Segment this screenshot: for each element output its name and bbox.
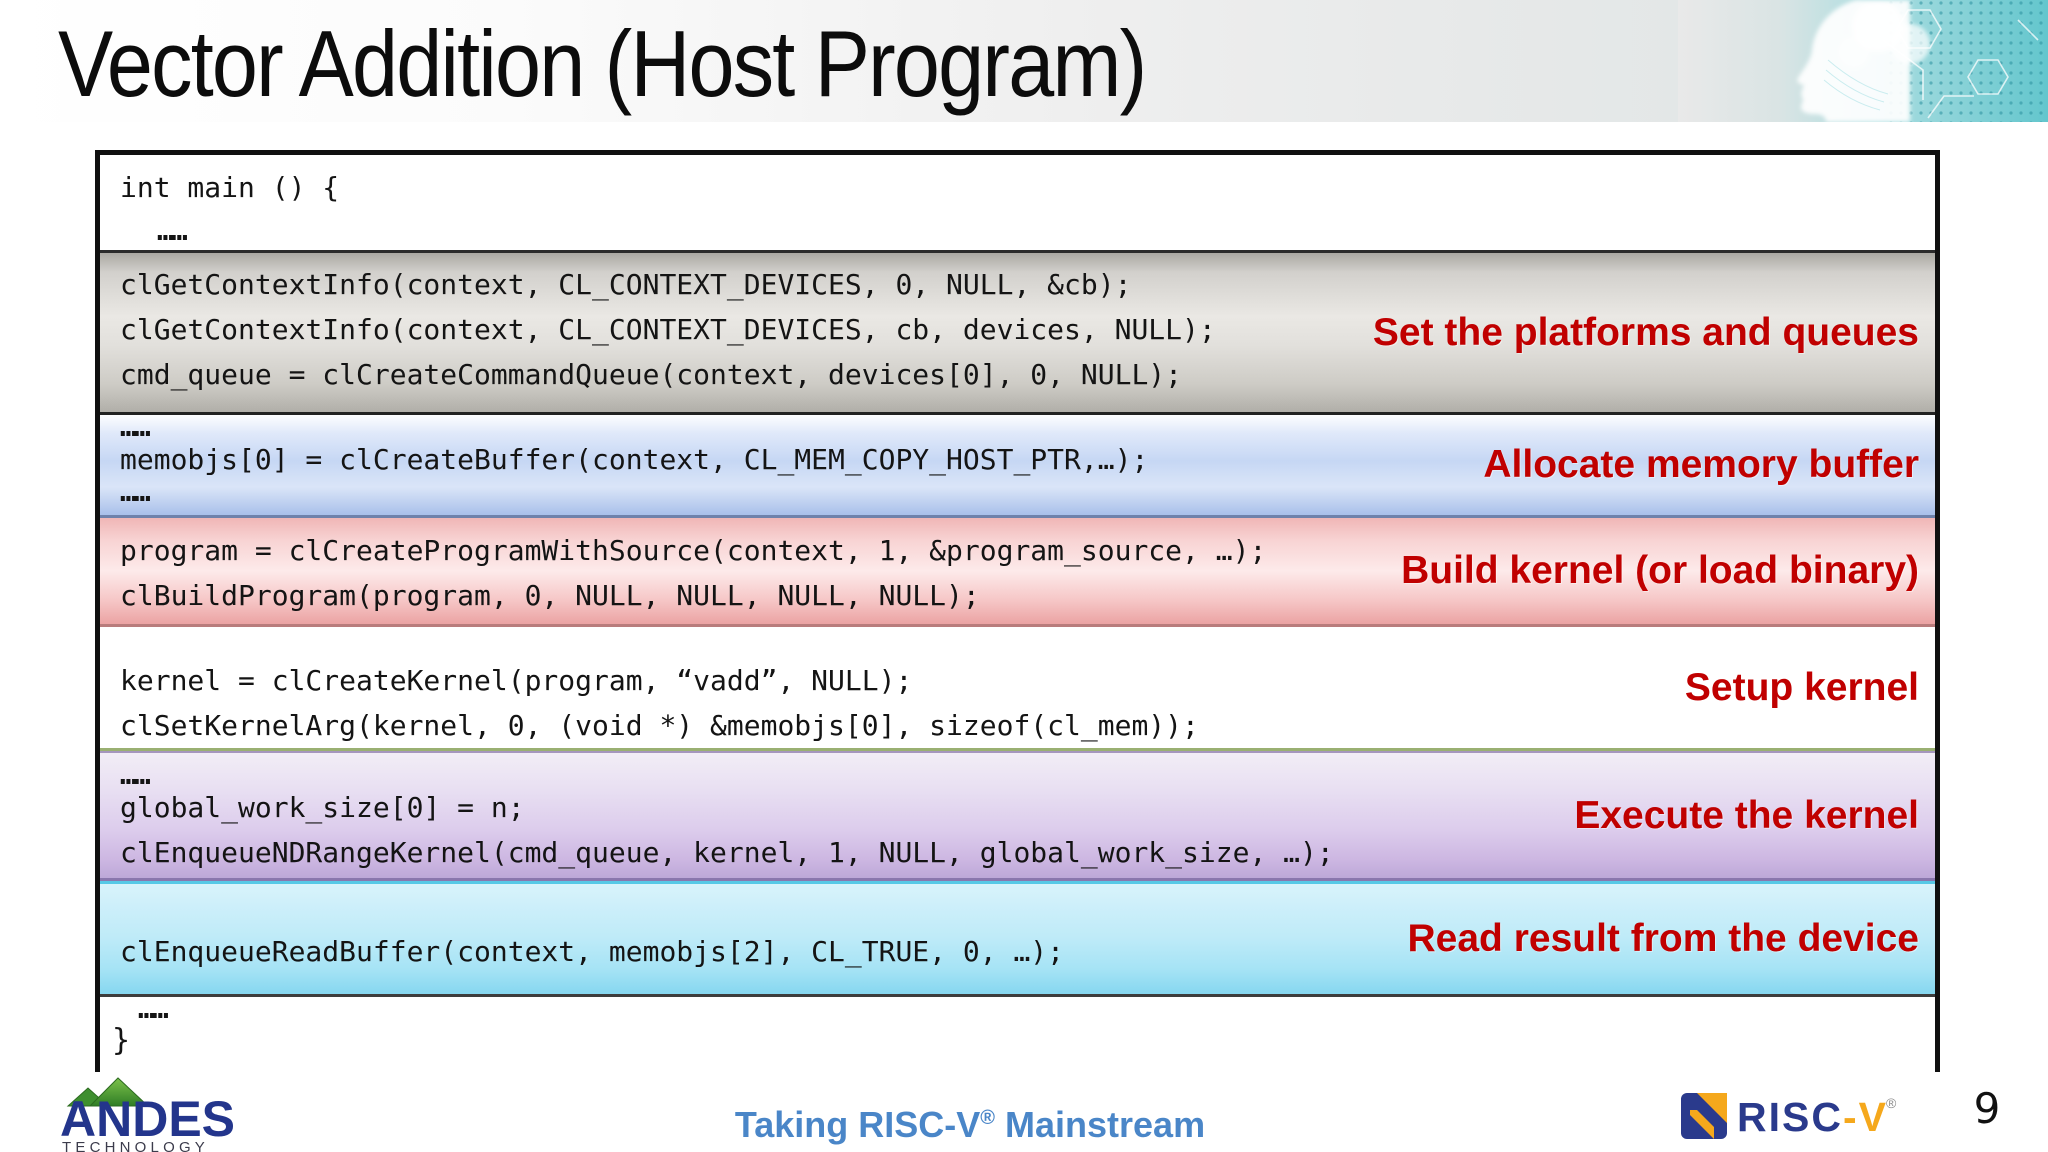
svg-text:ANDES: ANDES (60, 1091, 235, 1147)
footer-tagline: Taking RISC-V® Mainstream (0, 1104, 1940, 1146)
code-ellipsis: …… (120, 410, 151, 443)
code-line: clEnqueueNDRangeKernel(cmd_queue, kernel… (120, 836, 1334, 869)
code-band-execute-kernel: …… global_work_size[0] = n; clEnqueueNDR… (100, 751, 1935, 881)
band-label-read-result: Read result from the device (1407, 917, 1920, 960)
code-line-closing-brace: } (112, 1023, 131, 1058)
slide-footer: ANDES TECHNOLOGY Taking RISC-V® Mainstre… (0, 1072, 2048, 1152)
code-band-read-result: clEnqueueReadBuffer(context, memobjs[2],… (100, 881, 1935, 997)
andes-name: ANDES (60, 1091, 235, 1147)
code-band-allocate-memory: …… memobjs[0] = clCreateBuffer(context, … (100, 410, 1935, 518)
code-line: clBuildProgram(program, 0, NULL, NULL, N… (120, 579, 980, 612)
code-line-int-main: int main () { (120, 171, 340, 204)
code-band-build-kernel: program = clCreateProgramWithSource(cont… (100, 518, 1935, 627)
andes-mountains-icon (66, 1077, 150, 1107)
code-ellipsis: …… (120, 475, 151, 508)
code-line: cmd_queue = clCreateCommandQueue(context… (120, 358, 1183, 391)
svg-text:RISC-V: RISC-V (1737, 1094, 1888, 1140)
riscv-text-v: -V (1843, 1094, 1888, 1140)
page-title: Vector Addition (Host Program) (58, 11, 1147, 116)
band-label-allocate-memory: Allocate memory buffer (1483, 443, 1919, 486)
code-ellipsis: …… (157, 214, 188, 247)
code-line: global_work_size[0] = n; (120, 791, 525, 824)
slide-header: Vector Addition (Host Program) (0, 0, 2048, 122)
code-ellipsis: …… (120, 758, 151, 791)
riscv-logo-icon (1681, 1093, 1727, 1139)
band-label-build-kernel: Build kernel (or load binary) (1401, 549, 1919, 592)
ai-head-graphic (1678, 0, 2048, 122)
andes-sub: TECHNOLOGY (62, 1139, 209, 1152)
tagline-prefix: Taking RISC-V (734, 1104, 981, 1145)
code-line: clSetKernelArg(kernel, 0, (void *) &memo… (120, 709, 1199, 742)
riscv-logo: RISC-V ® (1680, 1090, 1905, 1147)
code-line: program = clCreateProgramWithSource(cont… (120, 534, 1267, 567)
tagline-suffix: Mainstream (995, 1104, 1206, 1145)
band-label-setup-kernel: Setup kernel (1684, 665, 1919, 709)
andes-logo: ANDES TECHNOLOGY (48, 1076, 278, 1152)
ai-head-graphic-svg (1678, 0, 2048, 122)
code-block: int main () { …… clGetContextInfo(contex… (95, 150, 1940, 1078)
code-line: clGetContextInfo(context, CL_CONTEXT_DEV… (120, 313, 1216, 346)
code-line: clEnqueueReadBuffer(context, memobjs[2],… (120, 935, 1065, 968)
page-number: 9 (1973, 1084, 2001, 1133)
riscv-text-risc: RISC (1737, 1094, 1843, 1140)
code-band-set-platforms: clGetContextInfo(context, CL_CONTEXT_DEV… (100, 250, 1935, 415)
code-band-setup-kernel: kernel = clCreateKernel(program, “vadd”,… (100, 627, 1935, 751)
riscv-reg-mark: ® (1886, 1095, 1897, 1111)
band-label-execute-kernel: Execute the kernel (1574, 793, 1919, 837)
code-ellipsis: …… (138, 992, 169, 1025)
code-line: clGetContextInfo(context, CL_CONTEXT_DEV… (120, 268, 1132, 301)
band-label-set-platforms: Set the platforms and queues (1372, 310, 1919, 354)
code-line: kernel = clCreateKernel(program, “vadd”,… (120, 664, 913, 697)
code-line: memobjs[0] = clCreateBuffer(context, CL_… (120, 443, 1149, 476)
tagline-reg-mark: ® (980, 1107, 996, 1129)
